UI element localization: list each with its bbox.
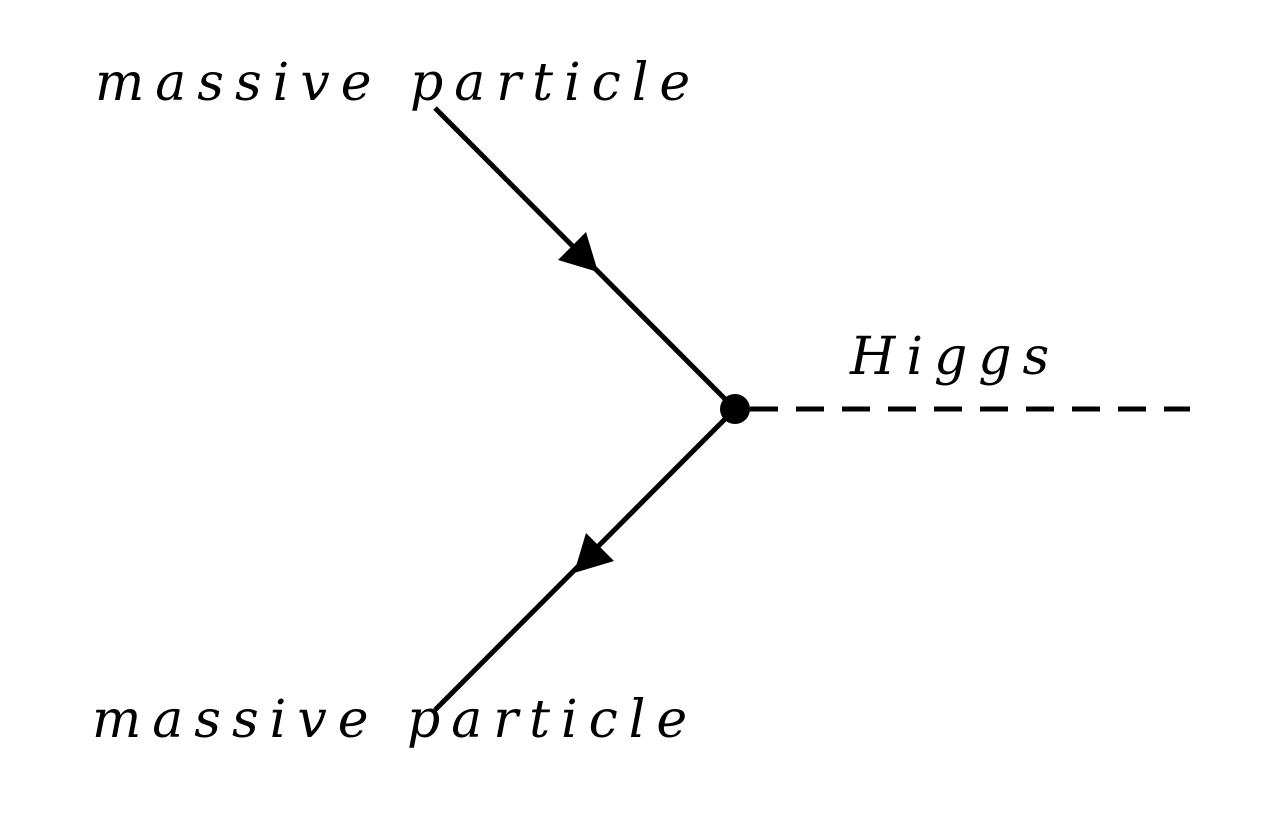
outgoing-particle-label: massive particle — [92, 690, 698, 750]
incoming-arrow-icon — [558, 232, 598, 272]
vertex-dot — [720, 394, 750, 424]
higgs-label: Higgs — [849, 327, 1060, 387]
incoming-particle-label: massive particle — [95, 53, 701, 113]
outgoing-arrow-icon — [574, 533, 614, 573]
